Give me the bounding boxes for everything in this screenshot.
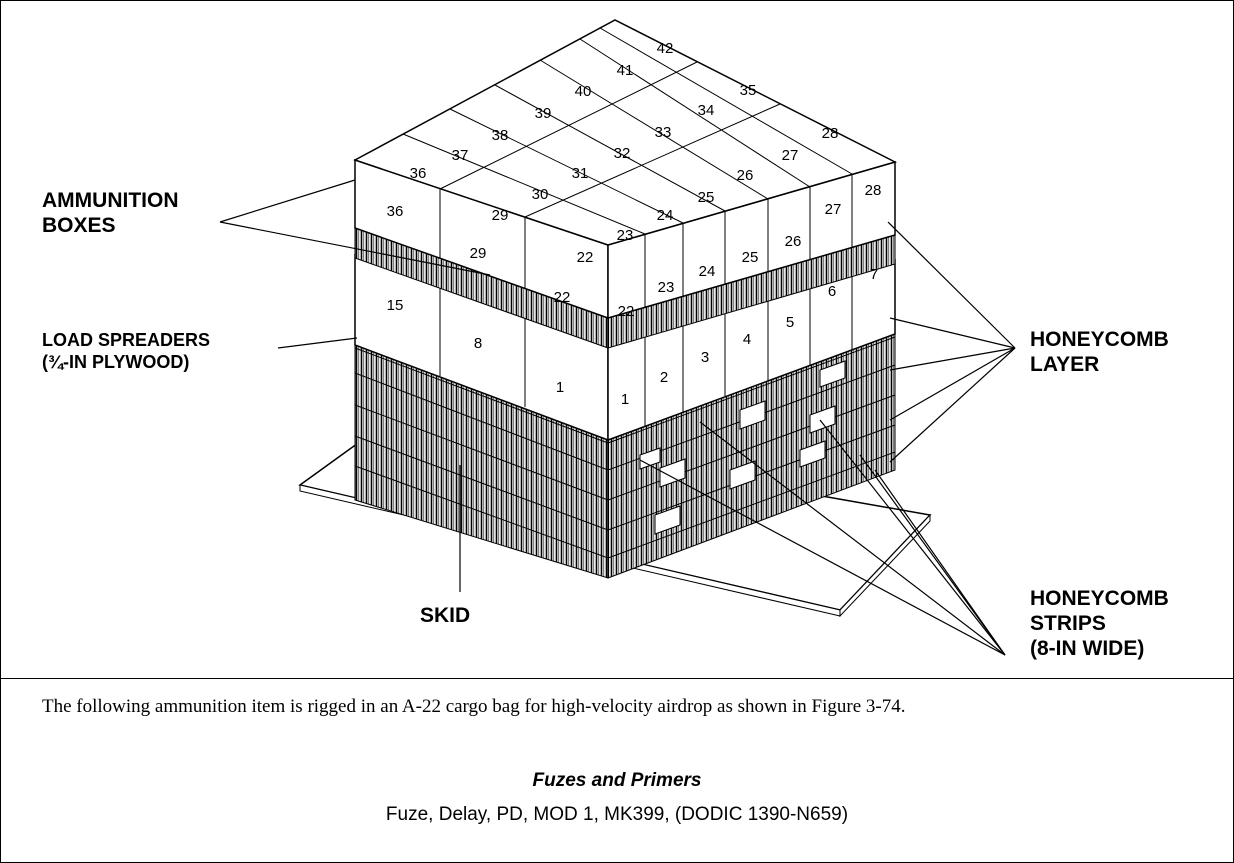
box-number: 29 [470, 245, 487, 262]
label-line: AMMUNITION [42, 188, 178, 213]
box-number: 24 [699, 263, 716, 280]
box-number: 34 [698, 102, 715, 119]
label-skid: SKID [420, 603, 470, 628]
box-number: 15 [387, 297, 404, 314]
label-line: STRIPS [1030, 611, 1169, 636]
box-number: 25 [742, 249, 759, 266]
box-number: 37 [452, 147, 469, 164]
box-number: 36 [410, 165, 427, 182]
box-number: 36 [387, 203, 404, 220]
box-number: 23 [617, 227, 634, 244]
box-number: 39 [535, 105, 552, 122]
section-heading: Fuzes and Primers [0, 770, 1234, 792]
box-number: 7 [870, 266, 878, 283]
label-line: (8-IN WIDE) [1030, 636, 1169, 661]
box-number: 5 [786, 314, 794, 331]
box-number: 35 [740, 82, 757, 99]
box-number: 30 [532, 186, 549, 203]
box-number: 41 [617, 62, 634, 79]
box-number: 32 [614, 145, 631, 162]
box-number: 42 [657, 40, 674, 57]
box-number: 24 [657, 207, 674, 224]
box-number: 1 [621, 391, 629, 408]
box-number: 28 [865, 182, 882, 199]
box-number: 22 [554, 289, 571, 306]
box-number: 31 [572, 165, 589, 182]
box-number: 40 [575, 83, 592, 100]
body-paragraph: The following ammunition item is rigged … [42, 692, 1194, 723]
box-number: 27 [782, 147, 799, 164]
label-honeycomb-strips: HONEYCOMB STRIPS (8-IN WIDE) [1030, 586, 1169, 662]
label-line: SKID [420, 603, 470, 628]
box-number: 6 [828, 283, 836, 300]
box-number: 4 [743, 331, 751, 348]
box-number: 3 [701, 349, 709, 366]
box-number: 1 [556, 379, 564, 396]
label-load-spreaders: LOAD SPREADERS (¾-IN PLYWOOD) [42, 330, 210, 373]
ammunition-item: Fuze, Delay, PD, MOD 1, MK399, (DODIC 13… [0, 804, 1234, 826]
box-number: 25 [698, 189, 715, 206]
label-line: HONEYCOMB [1030, 327, 1169, 352]
box-number: 29 [492, 207, 509, 224]
box-number: 22 [618, 303, 635, 320]
box-number: 26 [737, 167, 754, 184]
label-line: HONEYCOMB [1030, 586, 1169, 611]
box-number: 23 [658, 279, 675, 296]
box-number: 33 [655, 124, 672, 141]
box-number: 2 [660, 369, 668, 386]
label-line: LOAD SPREADERS [42, 330, 210, 352]
label-line: LAYER [1030, 352, 1169, 377]
label-line: BOXES [42, 213, 178, 238]
label-ammunition-boxes: AMMUNITION BOXES [42, 188, 178, 238]
box-number: 28 [822, 125, 839, 142]
box-number: 27 [825, 201, 842, 218]
box-number: 38 [492, 127, 509, 144]
label-honeycomb-layer: HONEYCOMB LAYER [1030, 327, 1169, 377]
box-number: 26 [785, 233, 802, 250]
box-number: 8 [474, 335, 482, 352]
label-line: (¾-IN PLYWOOD) [42, 352, 210, 374]
section-divider [0, 678, 1234, 679]
box-number: 22 [577, 249, 594, 266]
